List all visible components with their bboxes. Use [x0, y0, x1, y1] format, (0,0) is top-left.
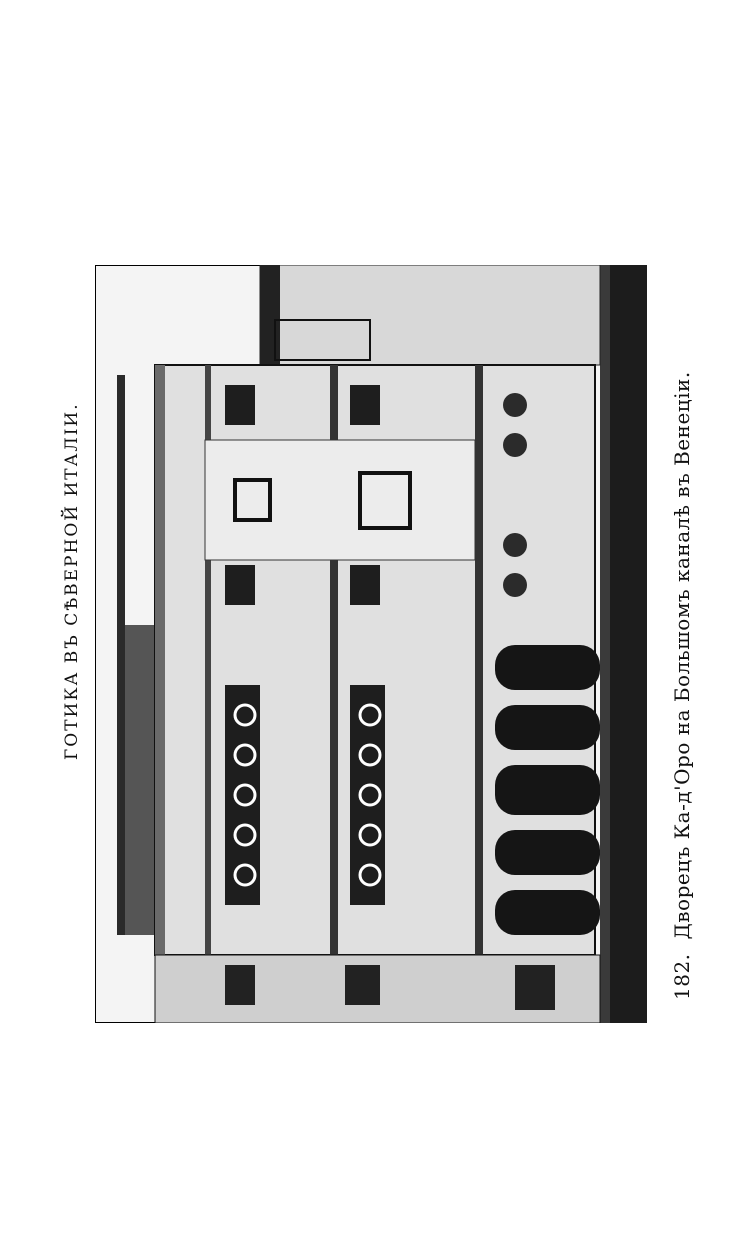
palazzo-photograph	[95, 265, 647, 1023]
figure-caption-text: Дворецъ Ка-д'Оро на Большомъ каналѣ въ В…	[670, 371, 694, 940]
figure-number: 182.	[670, 953, 694, 1000]
figure-caption: 182. Дворецъ Ка-д'Оро на Большомъ каналѣ …	[670, 371, 694, 1000]
running-head: ГОТИКА ВЪ СѢВЕРНОЙ ИТАЛІИ.	[62, 402, 82, 760]
